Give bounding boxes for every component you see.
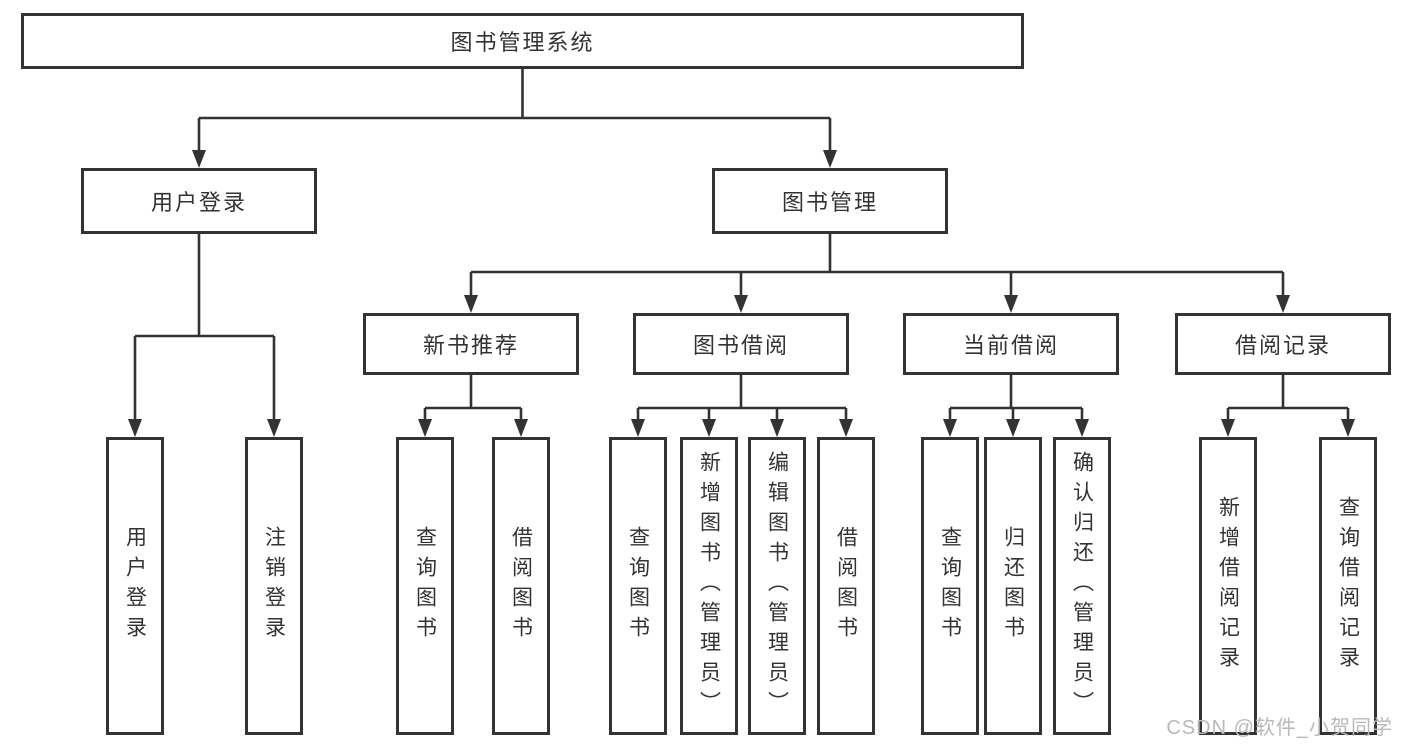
arrow-down-icon (514, 419, 528, 437)
node-current-borrowing: 当前借阅 (903, 313, 1119, 375)
arrow-down-icon (734, 295, 748, 313)
arrow-down-icon (631, 419, 645, 437)
arrow-down-icon (839, 419, 853, 437)
leaf-borrow-books-recommend: 借阅图书 (492, 437, 550, 735)
node-book-management: 图书管理 (712, 168, 948, 234)
edge-current-borrow-to-leaves (948, 375, 1084, 420)
leaf-query-books-borrowing: 查询图书 (609, 437, 667, 735)
node-library-management-system: 图书管理系统 (21, 13, 1024, 69)
edge-book-borrow-to-leaves (636, 375, 848, 420)
arrow-down-icon (418, 419, 432, 437)
arrow-down-icon (1004, 295, 1018, 313)
arrow-down-icon (1276, 295, 1290, 313)
arrow-down-icon (267, 419, 281, 437)
leaf-return-books: 归还图书 (984, 437, 1042, 735)
arrow-down-icon (943, 419, 957, 437)
leaf-add-borrow-record: 新增借阅记录 (1199, 437, 1257, 735)
edge-new-book-recommend-to-leaves (423, 375, 523, 420)
arrow-down-icon (823, 150, 837, 168)
arrow-down-icon (702, 419, 716, 437)
leaf-query-borrow-record: 查询借阅记录 (1319, 437, 1377, 735)
arrow-down-icon (192, 150, 206, 168)
leaf-borrow-books: 借阅图书 (817, 437, 875, 735)
leaf-query-books-recommend: 查询图书 (396, 437, 454, 735)
arrow-down-icon (128, 419, 142, 437)
edge-root-to-level2 (197, 69, 832, 151)
arrow-down-icon (1341, 419, 1355, 437)
arrow-down-icon (1006, 419, 1020, 437)
leaf-edit-book-admin: 编辑图书（管理员） (748, 437, 806, 735)
node-new-book-recommendation: 新书推荐 (363, 313, 579, 375)
leaf-confirm-return-admin: 确认归还（管理员） (1053, 437, 1111, 735)
leaf-query-books-current: 查询图书 (921, 437, 979, 735)
arrow-down-icon (464, 295, 478, 313)
arrow-down-icon (1075, 419, 1089, 437)
leaf-user-login: 用户登录 (106, 437, 164, 735)
arrow-down-icon (770, 419, 784, 437)
arrow-down-icon (1221, 419, 1235, 437)
edge-user-login-to-leaves (133, 234, 276, 420)
leaf-add-book-admin: 新增图书（管理员） (680, 437, 738, 735)
edge-book-mgmt-to-level3 (469, 234, 1285, 296)
node-book-borrowing: 图书借阅 (633, 313, 849, 375)
node-borrowing-records: 借阅记录 (1175, 313, 1391, 375)
node-user-login: 用户登录 (81, 168, 317, 234)
edge-borrow-records-to-leaves (1226, 375, 1350, 420)
watermark: CSDN @软件_小贺同学 (1166, 717, 1393, 739)
leaf-logout: 注销登录 (245, 437, 303, 735)
